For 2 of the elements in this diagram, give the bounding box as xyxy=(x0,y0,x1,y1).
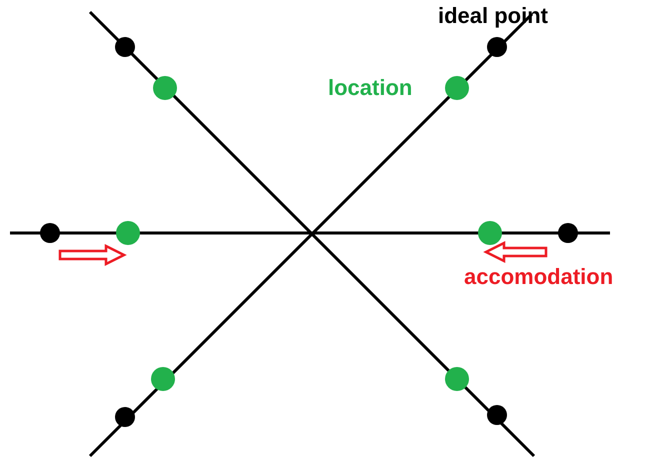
annotation-label: accomodation xyxy=(464,265,614,289)
annotation-label: location xyxy=(328,76,412,100)
